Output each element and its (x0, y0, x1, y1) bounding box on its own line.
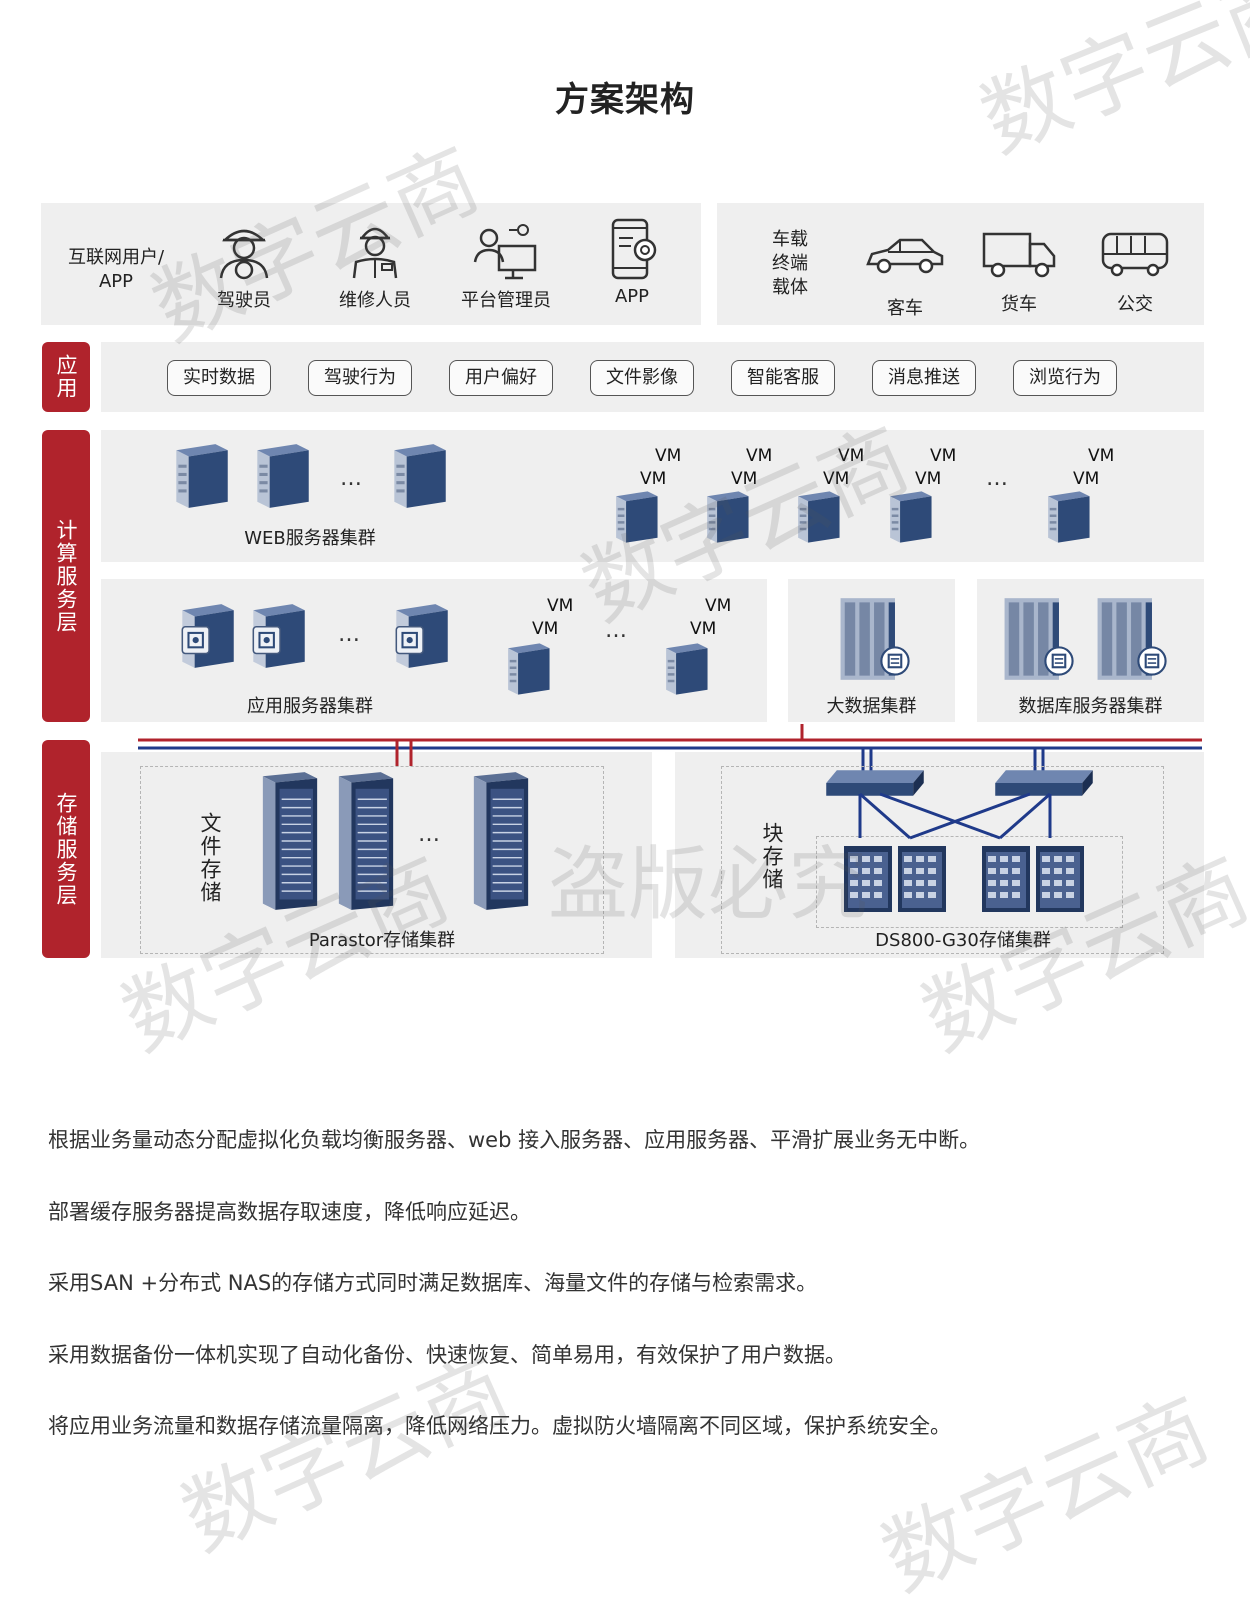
pill-user-preference: 用户偏好 (449, 360, 553, 396)
bigdata-cluster-label: 大数据集群 (826, 696, 917, 717)
layer-tab-compute-label: 计算服务层 (54, 518, 78, 634)
bus-icon (1101, 232, 1169, 277)
user-app: APP (592, 218, 672, 307)
block-storage-label: 块存储 (760, 822, 784, 891)
vehicle-car-label: 客车 (887, 298, 923, 319)
vm-label: VM (731, 469, 758, 489)
vehicle-bus: 公交 (1095, 230, 1175, 316)
phone-app-icon (611, 218, 657, 280)
layer-tab-storage: 存储服务层 (42, 740, 90, 958)
pill-message-push: 消息推送 (872, 360, 976, 396)
db-cluster-label: 数据库服务器集群 (1018, 696, 1163, 717)
page-title: 方案架构 (555, 80, 695, 120)
vm-label: VM (746, 446, 773, 466)
vehicle-truck-label: 货车 (1001, 294, 1037, 315)
user-admin: 平台管理员 (456, 218, 556, 312)
app-server-1 (176, 600, 238, 672)
db-server-2 (1090, 594, 1170, 684)
pill-realtime-data: 实时数据 (167, 360, 271, 396)
pill-driving-behavior: 驾驶行为 (308, 360, 412, 396)
description-paragraph: 将应用业务流量和数据存储流量隔离，降低网络压力。虚拟防火墙隔离不同区域，保护系统… (48, 1414, 951, 1438)
vehicle-truck: 货车 (977, 228, 1061, 316)
user-mechanic-label: 维修人员 (339, 290, 411, 311)
vehicle-panel (717, 203, 1204, 325)
app-cluster-label: 应用服务器集群 (247, 696, 373, 717)
app-vm-host-2 (655, 640, 717, 698)
watermark: 盗版必究 (548, 838, 868, 931)
vm-ellipsis: … (986, 466, 1011, 491)
ds800-dashed-box (721, 766, 1164, 954)
app-vm-ellipsis: … (605, 618, 630, 643)
db-server-1 (997, 594, 1077, 684)
vehicle-bus-label: 公交 (1117, 294, 1153, 315)
vm-host-5 (1037, 488, 1099, 546)
vm-label: VM (823, 469, 850, 489)
san-cross-links (858, 792, 1052, 840)
layer-tab-compute: 计算服务层 (42, 430, 90, 722)
parastor-dashed-box (140, 766, 604, 954)
description-paragraph: 采用数据备份一体机实现了自动化备份、快速恢复、简单易用，有效保护了用户数据。 (48, 1343, 846, 1367)
user-driver-label: 驾驶员 (217, 290, 271, 311)
truck-icon (982, 232, 1056, 278)
vm-label: VM (930, 446, 957, 466)
app-vm-host-1 (497, 640, 559, 698)
app-ellipsis: … (338, 622, 363, 647)
vm-label: VM (838, 446, 865, 466)
vm-label: VM (705, 596, 732, 616)
file-storage-label: 文件存储 (198, 812, 222, 904)
vm-label: VM (915, 469, 942, 489)
mechanic-icon (352, 227, 398, 279)
storage-rack-3 (466, 770, 536, 912)
web-ellipsis: … (340, 466, 365, 491)
description-paragraph: 根据业务量动态分配虚拟化负载均衡服务器、web 接入服务器、应用服务器、平滑扩展… (48, 1128, 981, 1152)
web-server-1 (170, 440, 232, 512)
users-panel (41, 203, 701, 325)
watermark: 数字云商 (138, 129, 494, 361)
car-icon (866, 238, 944, 274)
user-app-label: APP (614, 286, 650, 307)
vehicle-group-label: 车载 终端 载体 (772, 229, 808, 298)
vm-label: VM (1088, 446, 1115, 466)
vm-label: VM (532, 619, 559, 639)
admin-icon (473, 224, 537, 280)
rack-ellipsis: … (418, 822, 443, 847)
storage-array-dashed-box (816, 836, 1123, 928)
vm-label: VM (547, 596, 574, 616)
description-paragraph: 部署缓存服务器提高数据存取速度，降低响应延迟。 (48, 1200, 531, 1224)
watermark: 数字云商 (868, 1379, 1224, 1611)
web-cluster-label: WEB服务器集群 (244, 528, 376, 549)
user-admin-label: 平台管理员 (461, 290, 551, 311)
vehicle-car: 客车 (860, 232, 950, 320)
vm-label: VM (1073, 469, 1100, 489)
web-server-2 (251, 440, 313, 512)
pill-smart-service: 智能客服 (731, 360, 835, 396)
description-paragraph: 采用SAN +分布式 NAS的存储方式同时满足数据库、海量文件的存储与检索需求。 (48, 1271, 818, 1295)
vm-label: VM (640, 469, 667, 489)
watermark: 数字云商 (967, 0, 1250, 173)
user-driver: 驾驶员 (196, 218, 292, 312)
storage-array-2 (894, 842, 950, 916)
parastor-label: Parastor存储集群 (308, 930, 456, 951)
vm-label: VM (690, 619, 717, 639)
pill-browse-behavior: 浏览行为 (1013, 360, 1117, 396)
ds800-label: DS800-G30存储集群 (875, 930, 1051, 951)
layer-tab-app: 应用 (42, 342, 90, 412)
vm-label: VM (655, 446, 682, 466)
web-server-3 (388, 440, 450, 512)
layer-tab-app-label: 应用 (54, 354, 78, 400)
driver-icon (219, 229, 269, 280)
network-bus (138, 724, 1202, 772)
bigdata-server (833, 594, 913, 684)
app-server-3 (390, 600, 452, 672)
layer-tab-storage-label: 存储服务层 (54, 791, 78, 907)
users-group-label: 互联网用户/ APP (67, 247, 165, 292)
app-server-2 (247, 600, 309, 672)
user-mechanic: 维修人员 (327, 218, 423, 312)
pill-file-image: 文件影像 (590, 360, 694, 396)
